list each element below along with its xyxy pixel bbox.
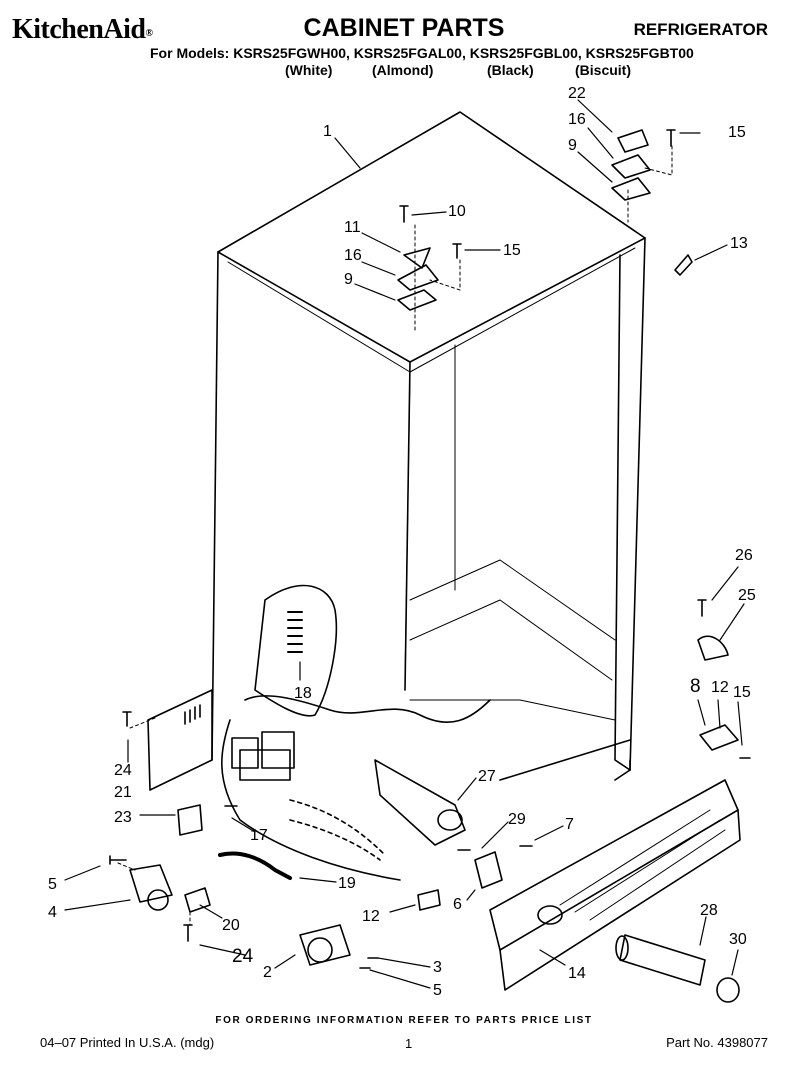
- color-biscuit: (Biscuit): [575, 62, 631, 78]
- callout-label: 20: [222, 917, 240, 934]
- callout-label: 30: [729, 931, 747, 948]
- callout-label: 26: [735, 547, 753, 564]
- heater-coil: [287, 611, 303, 653]
- color-white: (White): [285, 62, 333, 78]
- callout-label: 9: [568, 137, 577, 154]
- water-valve: [231, 731, 295, 781]
- mounting-clip: [417, 889, 441, 911]
- water-line: [289, 799, 386, 856]
- page-number: 1: [405, 1036, 413, 1051]
- color-black: (Black): [487, 62, 534, 78]
- callout-label: 16: [568, 111, 586, 128]
- drain-hose: [218, 851, 292, 880]
- callout-label: 19: [338, 875, 356, 892]
- shim-bracket: [674, 254, 693, 276]
- callout-label: 17: [250, 827, 268, 844]
- cabinet-shell: [211, 111, 646, 781]
- callout-label: 16: [344, 247, 362, 264]
- print-info: 04–07 Printed In U.S.A. (mdg): [40, 1035, 215, 1050]
- insulation-cutaway: [221, 584, 491, 881]
- color-almond: (Almond): [372, 62, 434, 78]
- freezer-hinge: [611, 129, 651, 201]
- screws: [109, 129, 751, 969]
- callout-label: 15: [728, 124, 746, 141]
- page-title: CABINET PARTS: [303, 14, 505, 42]
- callout-label: 10: [448, 203, 466, 220]
- callout-label: 4: [48, 904, 57, 921]
- rear-roller: [129, 864, 173, 911]
- rear-access-panel: [147, 689, 213, 791]
- callout-label: 7: [565, 816, 574, 833]
- appliance-category: REFRIGERATOR: [633, 20, 768, 39]
- callout-label: 24: [232, 946, 254, 967]
- callout-label: 25: [738, 587, 756, 604]
- upper-hinge: [397, 247, 439, 311]
- callout-label: 12: [711, 679, 729, 696]
- callout-label: 28: [700, 902, 718, 919]
- ordering-notice: FOR ORDERING INFORMATION REFER TO PARTS …: [215, 1015, 593, 1026]
- callout-label: 21: [114, 784, 132, 801]
- callout-label: 8: [690, 676, 701, 697]
- callout-label: 22: [568, 85, 586, 102]
- callout-label: 5: [48, 876, 57, 893]
- model-list: For Models: KSRS25FGWH00, KSRS25FGAL00, …: [150, 45, 694, 61]
- callout-label: 11: [344, 219, 361, 236]
- water-filter: [615, 934, 706, 986]
- callout-label: 3: [433, 959, 442, 976]
- callout-label: 23: [114, 809, 132, 826]
- hose-clip: [184, 887, 211, 913]
- rear-bracket: [177, 804, 203, 836]
- callout-label: 15: [503, 242, 521, 259]
- callout-label: 1: [323, 123, 332, 140]
- water-tube-housing: [374, 759, 466, 846]
- callout-label: 18: [294, 685, 312, 702]
- grille-bracket: [474, 851, 503, 889]
- front-roller: [299, 924, 351, 966]
- leader-arrows: [64, 99, 745, 989]
- leveling-bracket: [697, 635, 729, 661]
- brand-name: KitchenAid: [12, 14, 146, 45]
- toe-grille-bracket: [699, 724, 739, 751]
- callout-label: 15: [733, 684, 751, 701]
- callout-label: 24: [114, 762, 132, 779]
- brand-logo: KitchenAid®: [12, 14, 153, 46]
- callout-label: 5: [433, 982, 442, 999]
- callout-label: 27: [478, 768, 496, 785]
- callout-label: 9: [344, 271, 353, 288]
- callout-label: 2: [263, 964, 272, 981]
- filter-cap: [716, 977, 740, 1003]
- callout-label: 12: [362, 908, 380, 925]
- callout-label: 14: [568, 965, 586, 982]
- brand-trademark: ®: [145, 28, 153, 39]
- part-number: Part No. 4398077: [666, 1035, 768, 1050]
- toe-grille: [489, 779, 741, 991]
- callout-label: 6: [453, 896, 462, 913]
- callout-label: 13: [730, 235, 748, 252]
- callout-label: 29: [508, 811, 526, 828]
